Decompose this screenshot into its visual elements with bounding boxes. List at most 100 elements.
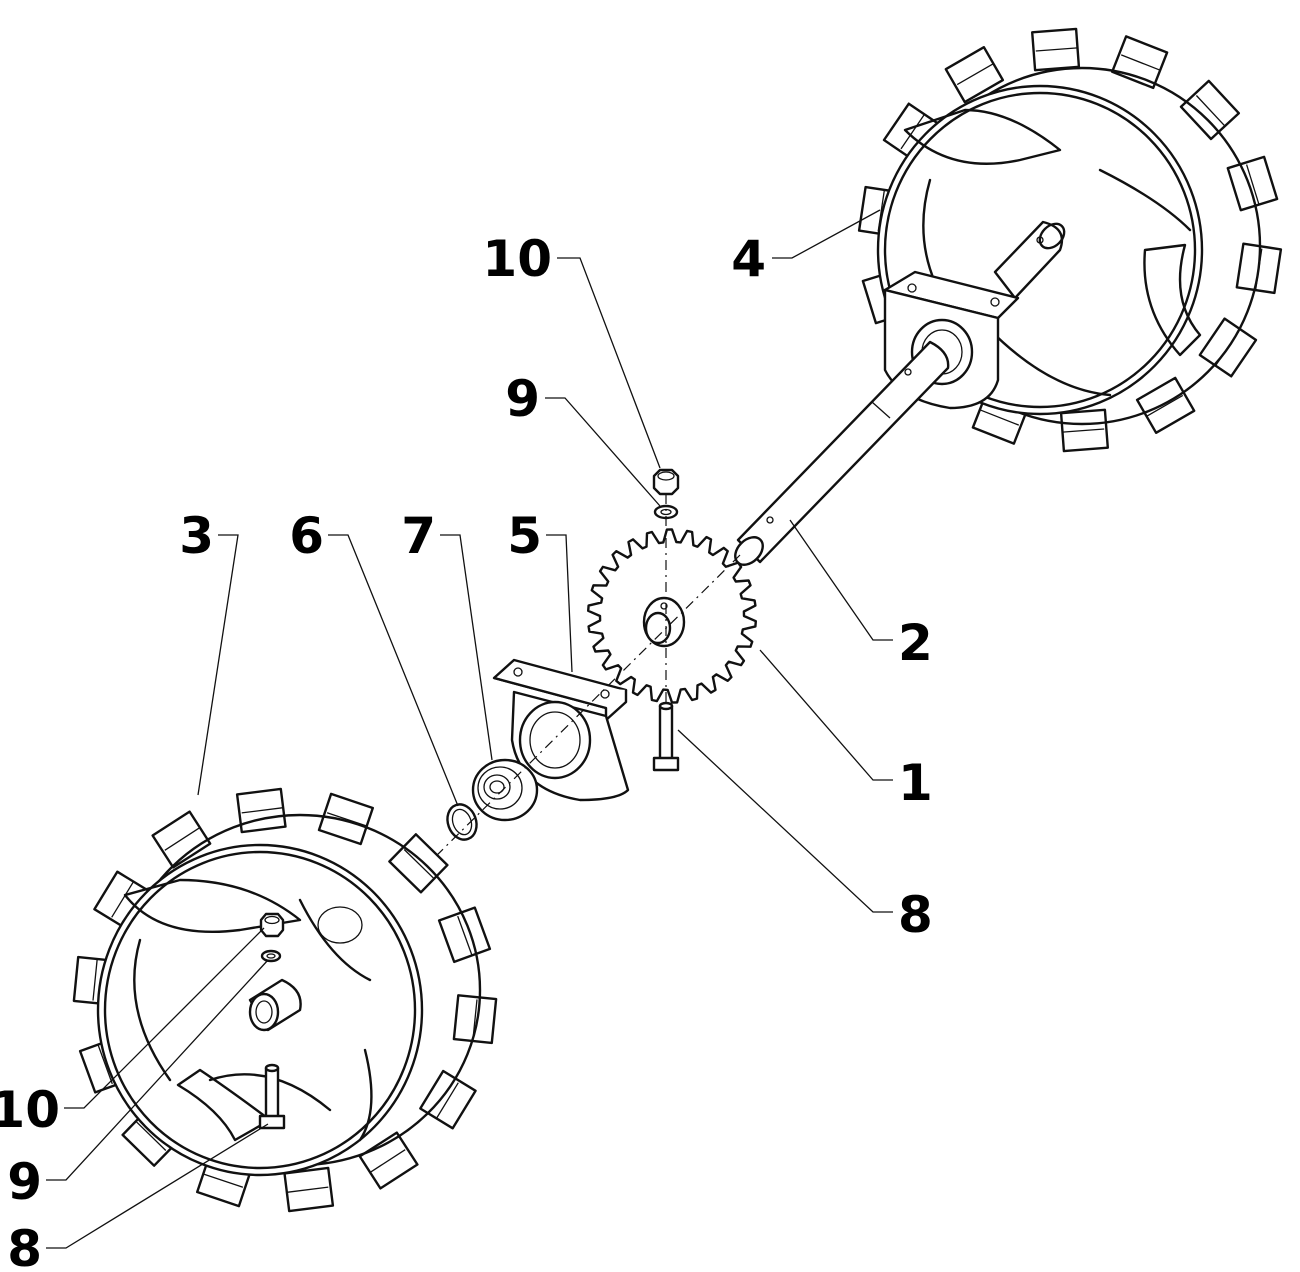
wheel-nut (259, 912, 285, 938)
wheel-lower-left-inner-hub (317, 906, 363, 944)
leader-lines (46, 209, 893, 1249)
wheel-lower-left-hub-end (248, 992, 280, 1032)
callout-4: 4 (731, 230, 766, 288)
callout-3: 3 (179, 507, 214, 565)
retaining-ring-outer (446, 803, 478, 841)
sprocket-hub-bore (644, 611, 672, 645)
housing-upper-bolt-hole (907, 283, 917, 293)
leader-10-bottom (64, 927, 265, 1109)
retaining-ring-inner (451, 808, 473, 836)
wheel-lug-fold (135, 1120, 167, 1151)
callout-5: 5 (507, 507, 542, 565)
callout-8-bottom: 8 (7, 1220, 42, 1272)
housing-bolt-hole (513, 667, 523, 677)
leader-8-bottom (46, 1123, 269, 1249)
wheel-lug-fold (203, 1173, 244, 1188)
leader-10-top (557, 257, 661, 469)
ball-bearing (471, 758, 539, 822)
bolt-shank (264, 1066, 280, 1122)
wheel-lug-fold (1146, 394, 1184, 417)
callout-8-right: 8 (898, 886, 933, 944)
wheel-upper-right-spoke-edge (1098, 168, 1192, 232)
hex-nut (652, 468, 680, 496)
wheel-lug-fold (286, 1186, 329, 1193)
wheel-lug-fold (956, 63, 994, 86)
wheel-upper-right-hub-tube (993, 220, 1064, 300)
callout-1: 1 (898, 754, 933, 812)
axle-shaft-body (736, 340, 950, 564)
leader-8-right (677, 729, 893, 913)
wheel-lug-fold (164, 827, 201, 851)
wheel-lower-left-spoke-edge (133, 938, 172, 1082)
leader-9-bottom (46, 959, 269, 1181)
wheel-lug-fold (1035, 47, 1078, 52)
wheel-lug-fold (403, 849, 435, 880)
leader-7 (440, 534, 493, 761)
callout-6: 6 (289, 507, 324, 565)
wheel-washer (260, 949, 282, 963)
housing-upper-bolt-hole (990, 297, 1000, 307)
wheel-lower-left-inner-rim (103, 850, 417, 1170)
wheel-upper-right-inner-rim (883, 91, 1197, 409)
leader-3 (197, 534, 239, 796)
wheel-lug-fold (1245, 164, 1260, 205)
axle-shaft-pinhole (766, 516, 774, 524)
bolt-tip (658, 701, 674, 711)
wheel-lug-fold (900, 113, 926, 150)
wheel-lower-left-spoke (123, 878, 302, 934)
retaining-ring (446, 803, 478, 841)
bolt-head (652, 756, 680, 772)
assembly-axis-main (425, 554, 741, 867)
housing-bolt-hole (600, 689, 610, 699)
wheel-lug-fold (111, 881, 135, 918)
hex-nut-hole (657, 471, 675, 481)
bearing-bore (489, 780, 505, 794)
sprocket-bolt (652, 701, 680, 772)
hex-nut (259, 912, 285, 938)
axle-shaft (734, 340, 950, 566)
leader-2 (789, 519, 893, 641)
bolt-tip (264, 1063, 280, 1073)
wheel-lug-fold (369, 1149, 406, 1173)
callout-10-bottom: 10 (0, 1081, 60, 1139)
wheel-lower-left-hub-bore (255, 1000, 273, 1024)
sprocket-nut (652, 468, 680, 496)
washer (260, 949, 282, 963)
wheel-upper-right-hub-end (1038, 222, 1066, 250)
hex-nut-hole (264, 915, 280, 925)
bearing-outer (471, 758, 539, 822)
sprocket (587, 528, 757, 704)
wheel-lug-fold (1120, 54, 1161, 71)
callout-labels: 10 9 4 3 6 7 5 2 1 8 10 9 8 (0, 230, 933, 1272)
leader-6 (328, 534, 459, 807)
washer-hole (266, 953, 276, 959)
axle-shaft-pinhole (904, 368, 912, 376)
callout-10-top: 10 (482, 230, 552, 288)
wheel-lower-left (72, 787, 498, 1213)
wheel-lower-left-spoke-edge (358, 1048, 373, 1142)
wheel-lug-fold (1062, 428, 1105, 433)
wheel-lug-fold (241, 807, 284, 814)
wheel-lug-fold (92, 958, 98, 1001)
leader-5 (546, 534, 573, 673)
wheel-lug-fold (435, 1082, 459, 1119)
callout-7: 7 (401, 507, 436, 565)
housing-bore-inner (529, 711, 581, 769)
wheel-lug-fold (1195, 95, 1226, 127)
bearing-race (477, 766, 523, 810)
callout-9-top: 9 (505, 370, 540, 428)
wheel-upper-right-spoke-edge (988, 328, 1112, 397)
wheel-lug-fold (97, 1044, 113, 1085)
wheel-lower-left-spoke-edge (298, 898, 372, 982)
wheel-lug-fold (979, 409, 1020, 426)
axle-shaft-groove (871, 401, 891, 419)
wheel-upper-right-hub-pinhole (1036, 236, 1044, 244)
callout-9-bottom: 9 (7, 1153, 42, 1211)
wheel-lug-fold (457, 915, 473, 956)
wheel-upper-right-spoke (903, 108, 1062, 165)
leader-4 (772, 209, 881, 259)
leader-1 (759, 649, 893, 781)
bolt-shank (658, 704, 674, 764)
leader-9-top (545, 397, 661, 507)
